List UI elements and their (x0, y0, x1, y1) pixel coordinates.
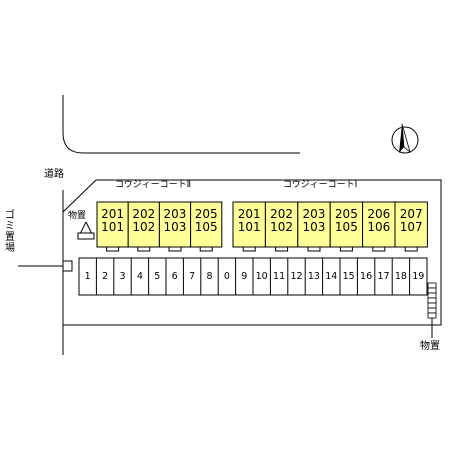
north-arrow-icon (391, 123, 419, 154)
parking-slot-number: 18 (394, 271, 407, 282)
unit-number-label: 207 107 (399, 207, 423, 234)
parking-slot-number: 12 (290, 271, 303, 282)
parking-slot-number: 14 (325, 271, 338, 282)
storage-unit (427, 297, 437, 304)
road-label: 道路 (44, 169, 64, 180)
parking-slot-number: 6 (171, 271, 178, 282)
storage-left-symbol (77, 221, 95, 240)
storage-unit (427, 302, 437, 309)
storage-left-label: 物置 (68, 211, 87, 221)
parking-slot-number: 8 (206, 271, 213, 282)
unit-number-label: 202 102 (132, 207, 156, 234)
parking-slot-number: 11 (273, 271, 286, 282)
unit-number-label: 201 101 (101, 207, 125, 234)
storage-right-label: 物置 (420, 341, 440, 352)
unit-block (329, 201, 364, 248)
parking-slot-number: 13 (307, 271, 320, 282)
storage-unit (427, 307, 437, 314)
unit-entrance-marker (106, 246, 120, 252)
unit-block (362, 201, 396, 248)
storage-unit (427, 282, 437, 289)
building-name-label: コウジィーコートⅡ (115, 180, 192, 190)
storage-unit (427, 312, 437, 319)
unit-number-label: 206 106 (367, 207, 391, 234)
unit-entrance-marker (168, 246, 182, 252)
site-boundary-corner (62, 179, 97, 213)
building-courtyard-2 (96, 201, 223, 252)
parking-slot-number: 3 (119, 271, 126, 282)
parking-slot-number: 1 (84, 271, 91, 282)
parking-slot-number: 19 (412, 271, 425, 282)
unit-entrance-marker (199, 246, 213, 252)
parking-slot-number: 9 (241, 271, 248, 282)
building-courtyard-1 (232, 201, 428, 252)
parking-slot-number: 16 (360, 271, 373, 282)
parking-slot-number: 5 (154, 271, 161, 282)
unit-number-label: 205 105 (334, 207, 358, 234)
unit-entrance-marker (404, 246, 418, 252)
parking-slot-number: 7 (189, 271, 196, 282)
unit-number-label: 205 105 (194, 207, 218, 234)
unit-entrance-marker (137, 246, 151, 252)
unit-entrance-marker (307, 246, 321, 252)
unit-block (264, 201, 299, 248)
parking-slot-number: 2 (102, 271, 109, 282)
unit-entrance-marker (339, 246, 353, 252)
garbage-label: ゴミ置場 (5, 210, 15, 254)
parking-lot (78, 257, 428, 296)
storage-unit (427, 292, 437, 299)
unit-number-label: 203 103 (302, 207, 326, 234)
storage-unit (427, 287, 437, 294)
parking-slot-number: 15 (342, 271, 355, 282)
unit-entrance-marker (275, 246, 289, 252)
storage-right-stack (427, 282, 437, 319)
unit-number-label: 201 101 (237, 207, 261, 234)
unit-number-label: 202 102 (270, 207, 294, 234)
building-name-label: コウジィーコートⅠ (283, 180, 358, 190)
unit-entrance-marker (242, 246, 256, 252)
site-boundary (63, 179, 442, 326)
parking-slot-number: 17 (377, 271, 390, 282)
unit-block (190, 201, 223, 248)
parking-slot-number: 0 (223, 271, 230, 282)
parking-slot-number: 10 (255, 271, 268, 282)
road-edge-upper (62, 95, 300, 154)
parking-slot-number: 4 (136, 271, 143, 282)
unit-entrance-marker (372, 246, 386, 252)
garbage-area-marker (62, 260, 73, 272)
unit-number-label: 203 103 (163, 207, 187, 234)
